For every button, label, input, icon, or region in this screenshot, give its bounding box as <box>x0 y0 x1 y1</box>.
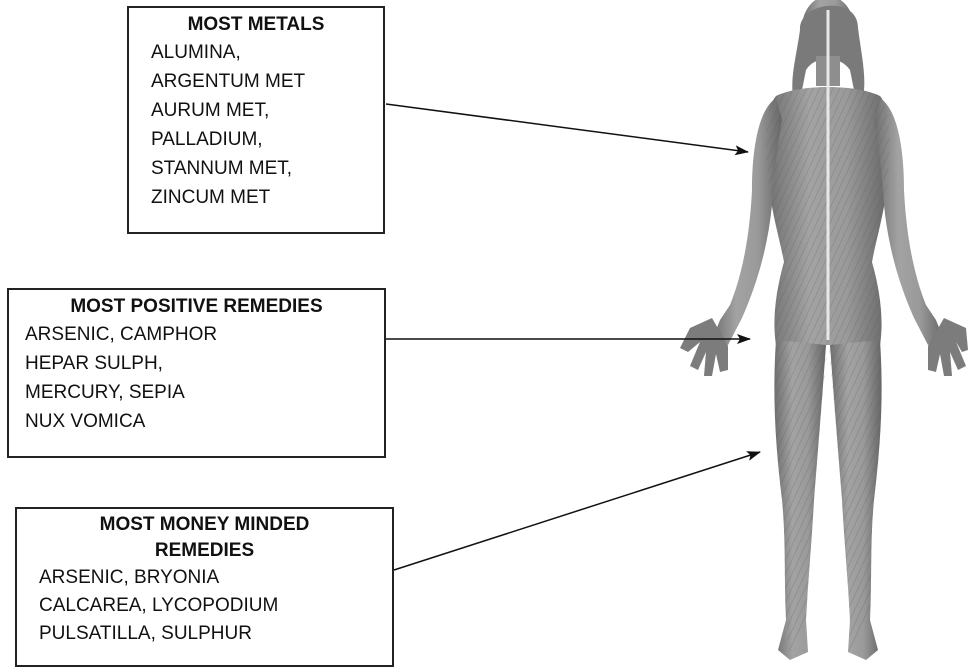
metals-item: ZINCUM MET <box>151 183 383 212</box>
metals-item: STANNUM MET, <box>151 154 383 183</box>
money-minded-item: PULSATILLA, SULPHUR <box>39 620 392 648</box>
metals-item: ARGENTUM MET <box>151 67 383 96</box>
positive-remedies-title: MOST POSITIVE REMEDIES <box>9 293 384 320</box>
positive-remedies-item: HEPAR SULPH, <box>25 349 384 378</box>
metals-item: AURUM MET, <box>151 96 383 125</box>
money-minded-title-line1: MOST MONEY MINDED <box>17 512 392 538</box>
money-minded-title-line2: REMEDIES <box>17 538 392 564</box>
metals-title: MOST METALS <box>129 11 383 38</box>
money-minded-item: CALCAREA, LYCOPODIUM <box>39 592 392 620</box>
positive-remedies-item: MERCURY, SEPIA <box>25 378 384 407</box>
positive-remedies-item: ARSENIC, CAMPHOR <box>25 320 384 349</box>
human-body-figure <box>680 0 968 660</box>
arrow-money <box>394 452 760 570</box>
money-minded-item: ARSENIC, BRYONIA <box>39 564 392 592</box>
metals-item: ALUMINA, <box>151 38 383 67</box>
positive-remedies-box: MOST POSITIVE REMEDIES ARSENIC, CAMPHOR … <box>7 288 386 458</box>
positive-remedies-item: NUX VOMICA <box>25 407 384 436</box>
arrow-metals <box>386 104 748 152</box>
metals-item: PALLADIUM, <box>151 125 383 154</box>
metals-box: MOST METALS ALUMINA, ARGENTUM MET AURUM … <box>127 6 385 234</box>
money-minded-remedies-box: MOST MONEY MINDED REMEDIES ARSENIC, BRYO… <box>15 507 394 667</box>
